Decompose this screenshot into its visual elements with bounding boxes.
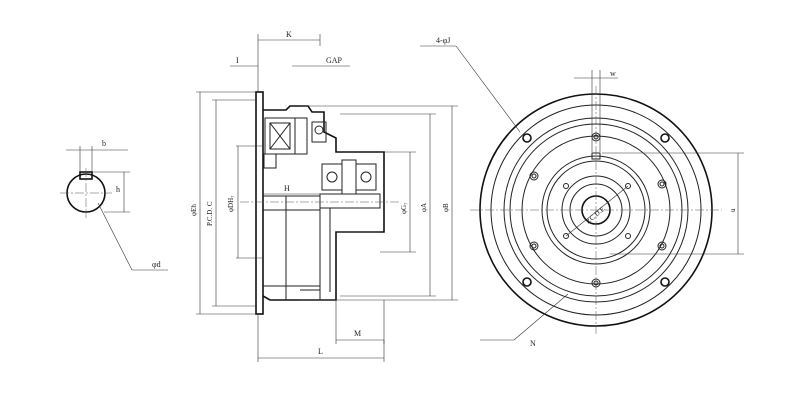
- shaft-diameter-label: φd: [152, 260, 161, 269]
- dim-n-label: N: [530, 339, 536, 348]
- phi-g-label: φG₇: [400, 202, 408, 214]
- dim-h-label: H: [284, 184, 290, 193]
- dim-u-label: u: [729, 208, 737, 212]
- dim-m-label: M: [354, 329, 361, 338]
- gap-label: GAP: [326, 56, 343, 65]
- mounting-flange: [255, 91, 264, 315]
- dim-i-label: I: [236, 56, 239, 65]
- mounting-hole: [522, 133, 532, 143]
- phi-a-label: φA: [420, 203, 428, 212]
- keyway-height-label: h: [116, 185, 120, 194]
- front-view: 4-φJ w u P.C.D.E N: [420, 36, 744, 348]
- keyway-width-label: b: [102, 139, 106, 148]
- phi-b-label: φB: [442, 203, 450, 212]
- dim-l-label: L: [318, 347, 323, 356]
- dim-w-label: w: [610, 69, 616, 78]
- holes-label: 4-φJ: [436, 36, 450, 45]
- dim-k-label: K: [286, 30, 292, 39]
- phi-eh-label: φEh: [190, 204, 198, 216]
- shaft-section-view: b h φd: [60, 139, 168, 271]
- side-section-view: K I GAP φEh P.C.D. C φDH₇ H φG₇ φA: [190, 30, 458, 362]
- bearing-right: [355, 163, 377, 191]
- bearing-left: [321, 163, 343, 191]
- phi-dh-label: φDH₇: [227, 195, 235, 212]
- pcd-c-label: P.C.D. C: [206, 201, 214, 226]
